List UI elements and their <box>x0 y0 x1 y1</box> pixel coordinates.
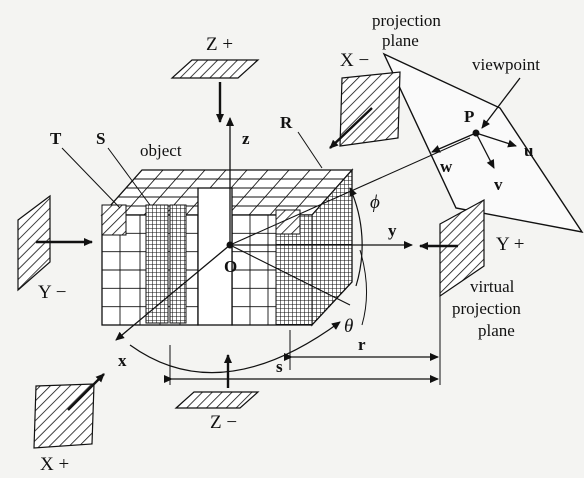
grid-line <box>290 169 332 216</box>
label-theta: θ <box>344 316 353 337</box>
label-z-minus: Z − <box>210 412 237 433</box>
w-axis <box>431 132 477 153</box>
grid-line <box>269 169 311 216</box>
sweep-arc <box>359 249 368 326</box>
label-s: s <box>276 357 283 376</box>
label-w: w <box>440 157 453 176</box>
label-y-plus: Y + <box>496 234 524 255</box>
label-v: v <box>494 175 503 194</box>
label-virtual-plane: plane <box>478 321 515 340</box>
label-y: y <box>388 221 397 240</box>
plane-y-plus <box>439 198 485 298</box>
slab-T <box>101 204 127 236</box>
grid-line <box>227 169 269 216</box>
label-r: r <box>358 335 366 354</box>
slab-inner <box>169 204 187 324</box>
v-axis <box>475 132 495 169</box>
x-plus-arrow <box>67 373 105 411</box>
x-axis <box>115 244 231 341</box>
projection-line <box>229 244 351 306</box>
label-u: u <box>524 141 533 160</box>
grid-line <box>248 169 290 216</box>
viewpoint-leader <box>481 77 521 129</box>
label-projection: projection <box>372 11 441 30</box>
grid-line <box>122 169 164 216</box>
origin-point <box>226 241 234 249</box>
label-S: S <box>96 129 105 148</box>
label-object: object <box>140 141 182 160</box>
label-x-plus: X + <box>40 454 69 473</box>
plane-y-minus <box>17 194 51 292</box>
label-virtual: virtual <box>470 277 515 296</box>
x-minus-arrow <box>329 107 373 149</box>
label-viewpoint: viewpoint <box>472 55 540 74</box>
object-block <box>100 168 354 327</box>
label-x: x <box>118 351 127 370</box>
projection-plane <box>382 52 584 233</box>
label-y-minus: Y − <box>38 282 66 303</box>
slab-S <box>145 204 169 324</box>
u-axis <box>475 132 517 148</box>
theta-arc <box>129 321 341 374</box>
label-z: z <box>242 129 250 148</box>
label-phi: ϕ <box>370 192 380 213</box>
label-O: O <box>224 257 237 276</box>
plane-z-plus <box>170 59 260 79</box>
label-R: R <box>280 113 293 132</box>
label-T: T <box>50 129 62 148</box>
plane-z-minus <box>174 391 260 409</box>
label-x-minus: X − <box>340 50 369 71</box>
label-z-plus: Z + <box>206 34 233 55</box>
object-notch <box>197 187 233 326</box>
label-plane: plane <box>382 31 419 50</box>
phi-arc <box>349 187 363 287</box>
label-virtual-projection: projection <box>452 299 521 318</box>
label-P: P <box>464 107 474 126</box>
